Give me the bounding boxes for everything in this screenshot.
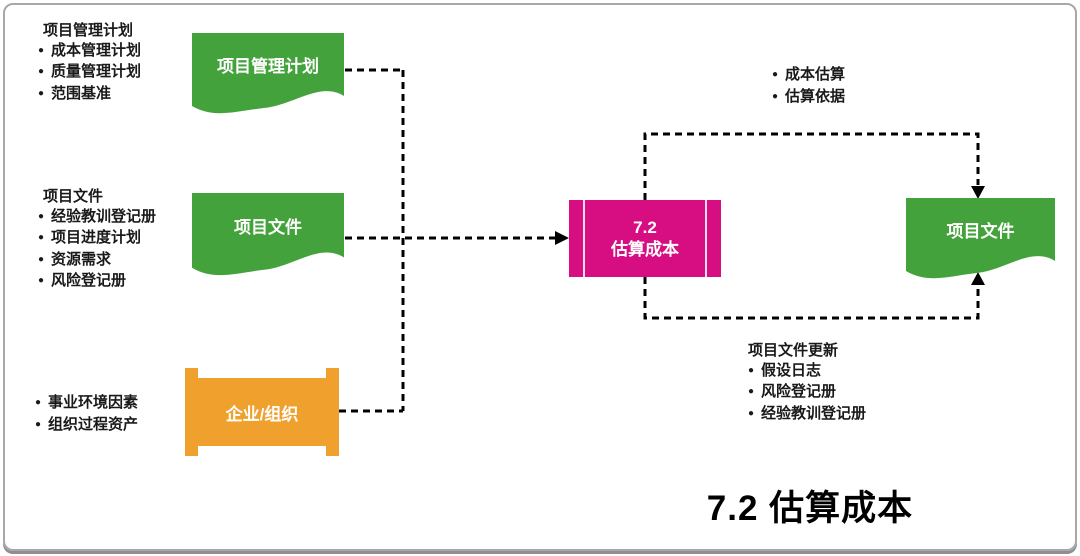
list-item: 经验教训登记册	[748, 404, 866, 426]
list-item: 范围基准	[38, 84, 141, 106]
list-item: 成本管理计划	[38, 41, 141, 63]
list-item: 质量管理计划	[38, 62, 141, 84]
document-shape-icon	[192, 33, 344, 114]
input-list-project-documents: 项目文件 经验教训登记册 项目进度计划 资源需求 风险登记册	[38, 187, 156, 293]
list-item: 事业环境因素	[35, 393, 138, 415]
scroll-shape-icon	[185, 368, 339, 456]
list-item: 估算依据	[772, 87, 845, 109]
list-item: 风险登记册	[38, 271, 156, 293]
shape-enterprise-organization: 企业/组织	[185, 368, 339, 456]
process-box-left-divider	[583, 200, 585, 277]
shape-label: 企业/组织	[225, 404, 299, 424]
list-item: 成本估算	[772, 65, 845, 87]
shape-label: 项目管理计划	[217, 56, 319, 76]
shape-project-management-plan: 项目管理计划	[192, 33, 344, 117]
list-title: 项目文件	[43, 188, 104, 205]
output-list-document-updates: 项目文件更新 假设日志 风险登记册 经验教训登记册	[748, 341, 866, 425]
process-box-estimate-costs: 7.2 估算成本	[569, 200, 721, 277]
list-item: 经验教训登记册	[38, 207, 156, 229]
process-name: 估算成本	[611, 239, 679, 259]
list-item: 假设日志	[748, 361, 866, 383]
shape-label: 项目文件	[946, 221, 1015, 241]
input-list-project-management-plan: 项目管理计划 成本管理计划 质量管理计划 范围基准	[38, 21, 141, 105]
list-item: 组织过程资产	[35, 415, 138, 437]
list-title: 项目管理计划	[43, 22, 134, 39]
output-list-estimates: 成本估算 估算依据	[772, 65, 845, 108]
list-title: 项目文件更新	[748, 342, 839, 359]
list-item: 资源需求	[38, 250, 156, 272]
process-box-right-divider	[705, 200, 707, 277]
list-item: 项目进度计划	[38, 228, 156, 250]
list-item: 风险登记册	[748, 382, 866, 404]
input-list-enterprise-factors: 事业环境因素 组织过程资产	[35, 393, 138, 436]
shape-output-project-documents: 项目文件	[906, 198, 1055, 282]
document-shape-icon	[192, 193, 344, 276]
shape-project-documents: 项目文件	[192, 193, 344, 279]
document-shape-icon	[906, 198, 1055, 279]
diagram-caption: 7.2 估算成本	[706, 489, 914, 528]
shape-label: 项目文件	[234, 217, 302, 237]
arrowhead-into-process	[555, 231, 569, 245]
process-number: 7.2	[633, 217, 657, 237]
